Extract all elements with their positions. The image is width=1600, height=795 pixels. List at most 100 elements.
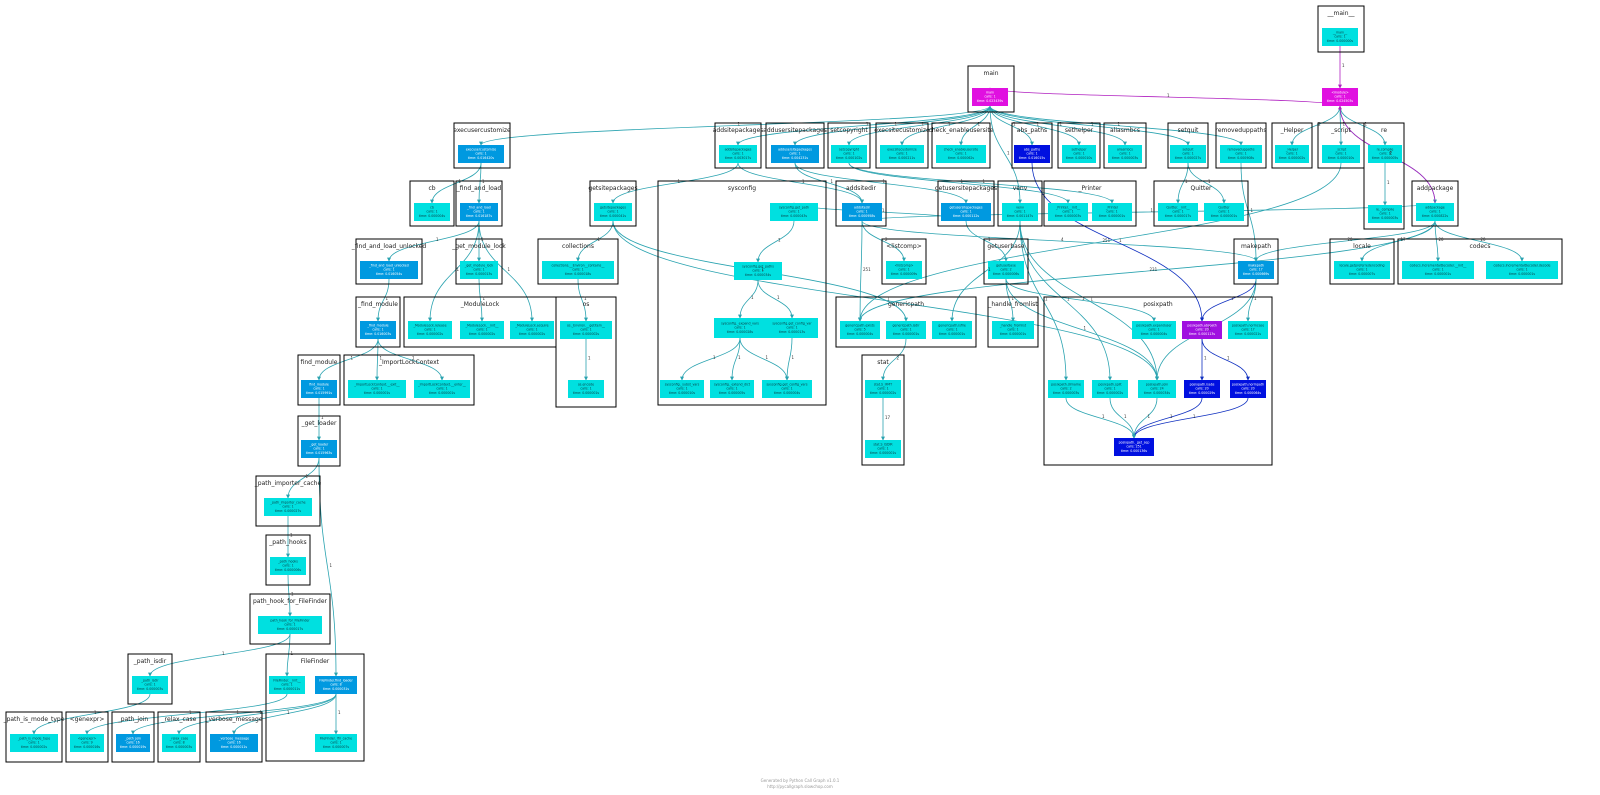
edge-call-count: 1	[961, 179, 964, 184]
edge-call-count: 1	[1060, 122, 1063, 127]
edge-call-count: 1	[483, 296, 486, 301]
cluster-label: addpackage	[1417, 185, 1454, 192]
cluster-label: _ModuleLock	[460, 301, 500, 308]
call-edge	[131, 693, 337, 735]
call-edge	[1005, 278, 1156, 322]
call-edge	[318, 457, 338, 677]
edge-call-count: 1	[189, 710, 192, 715]
cluster-re: re	[1363, 122, 1405, 230]
edge-call-count: 1	[1251, 208, 1254, 213]
node-text: calls: 5	[854, 328, 865, 332]
node-codecs1: codecs.IncrementalDecoder.__init__calls:…	[1402, 261, 1474, 279]
node-text: addpackage	[1425, 206, 1444, 210]
node-text: time: 0.000006s	[993, 272, 1019, 276]
node-text: calls: 1	[1356, 268, 1367, 272]
node-text: calls: 1	[1334, 95, 1345, 99]
cluster-label: setquit	[1178, 127, 1199, 134]
call-edge	[1201, 338, 1250, 381]
node-text: time: 0.000001s	[870, 451, 896, 455]
edge-call-count: 1	[598, 237, 601, 242]
node-text: calls: 1	[786, 326, 797, 330]
node-text: genericpath.isfile	[938, 324, 966, 328]
node-text: time: 0.016187s	[466, 214, 492, 218]
cluster-label: sysconfig	[728, 185, 756, 192]
call-edge	[1434, 220, 1524, 262]
node-text: stat.S_ISDIR	[873, 443, 893, 447]
cluster-getsitepackages: getsitepackages	[588, 180, 638, 227]
cluster-fal_unlocked: _find_and_load_unlocked	[351, 238, 426, 285]
call-edge	[737, 162, 864, 204]
cluster-label: re	[1381, 127, 1387, 134]
node-text: time: 0.000003s	[1372, 216, 1398, 220]
node-text: re.compile	[1377, 148, 1394, 152]
call-edge	[989, 105, 1022, 204]
call-edge	[1290, 105, 1341, 146]
edge-call-count: 1	[1091, 122, 1094, 127]
node-text: calls: 17	[1249, 268, 1262, 272]
cluster-label: _relax_case	[161, 716, 197, 723]
call-edge	[848, 162, 1070, 204]
node-text: _Helper	[1285, 148, 1299, 152]
edge-call-count: 1	[792, 355, 795, 360]
node-text: time: 0.000043s	[781, 214, 807, 218]
cluster-label: check_enableusersite	[929, 127, 994, 134]
node-text: find_module	[309, 383, 329, 387]
node-text: addsitedir	[854, 206, 871, 210]
edge-call-count: 1	[1012, 296, 1015, 301]
cluster-path_isdir: _path_isdir	[127, 653, 173, 705]
node-text: locale.getpreferredencoding	[1339, 264, 1384, 268]
cluster-label: _Printer	[1078, 185, 1102, 192]
node-text: time: 0.016015s	[1019, 156, 1045, 160]
edge-call-count: 1	[887, 297, 890, 302]
node-text: _path_is_mode_type	[17, 737, 50, 741]
cluster-collections: collections	[537, 238, 619, 285]
node-text: calls: 20	[1195, 328, 1208, 332]
cluster-setquit: setquit	[1167, 122, 1209, 169]
node-text: time: 0.000017s	[1165, 214, 1191, 218]
node-text: calls: 1	[372, 328, 383, 332]
call-edge	[965, 220, 1008, 262]
call-edge	[387, 220, 480, 262]
call-edge	[32, 693, 151, 735]
cluster-label: removeduppaths	[1216, 127, 1267, 134]
node-text: _Printer.__init__	[1055, 206, 1081, 210]
node-text: calls: 17	[1241, 328, 1254, 332]
call-edge	[1005, 278, 1159, 381]
node-text: time: 0.000002s	[519, 332, 545, 336]
edge-call-count: 1	[94, 710, 97, 715]
node-text: calls: 1	[732, 152, 743, 156]
cluster-label: _script	[1330, 127, 1351, 134]
edge-call-count: 1	[983, 179, 986, 184]
cluster-label: getuserbase	[987, 243, 1025, 250]
edge-call-count: 2	[897, 356, 900, 361]
cluster-label: _path_join	[117, 716, 149, 723]
node-text: calls: 1	[877, 387, 888, 391]
cluster-label: execusercustomize	[453, 127, 511, 134]
node-text: calls: 1	[607, 210, 618, 214]
cluster-quitter: Quitter	[1153, 180, 1249, 227]
edge-call-count: 1	[751, 295, 754, 300]
node-text: calls: 1	[788, 210, 799, 214]
node-text: calls: 1	[282, 505, 293, 509]
node-text: calls: 1	[896, 152, 907, 156]
node-text: calls: 1	[984, 95, 995, 99]
edge-call-count: 1	[412, 356, 415, 361]
node-text: genericpath.exists	[845, 324, 875, 328]
cluster-label: getusersitepackages	[935, 185, 997, 192]
node-text: addusersitepackages	[778, 148, 812, 152]
node-text: calls: 1	[424, 328, 435, 332]
cluster-getusersitepackages: getusersitepackages	[935, 180, 997, 227]
edge-call-count: 1	[1170, 414, 1173, 419]
edge-call-count: 17	[885, 415, 891, 420]
